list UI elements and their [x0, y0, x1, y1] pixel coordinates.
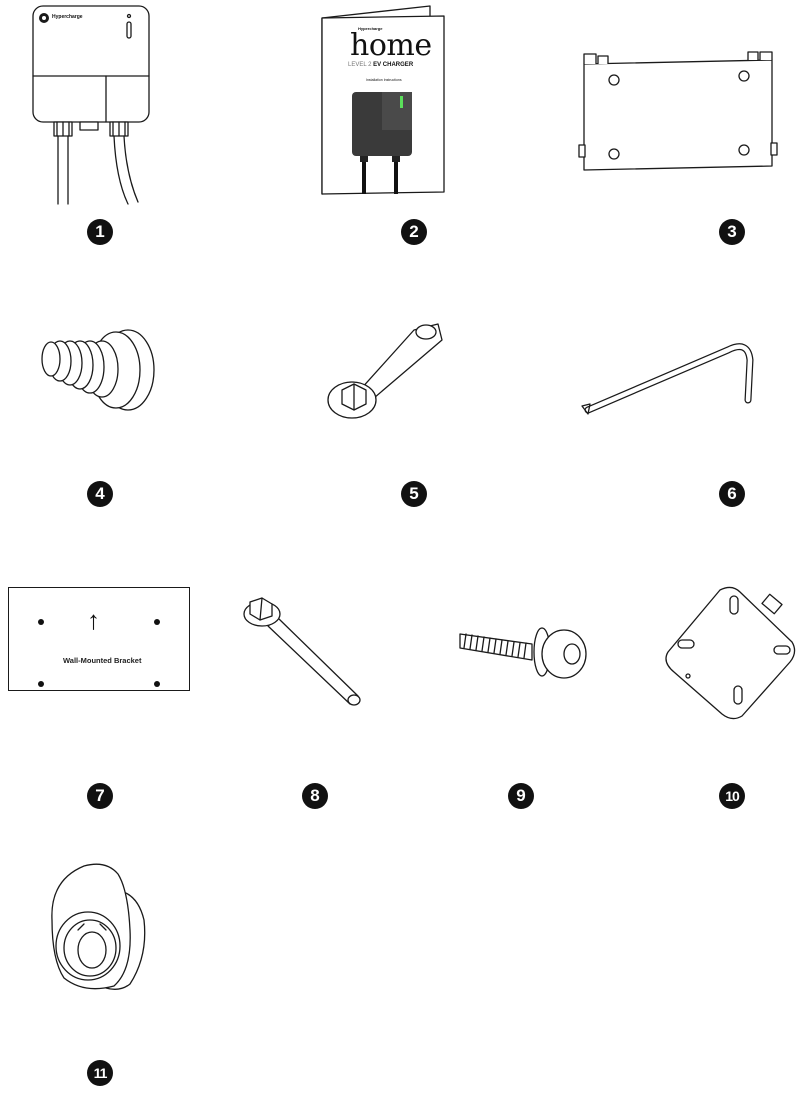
item-holster-bracket: [660, 582, 796, 722]
item-number-2: 2: [401, 219, 427, 245]
manual-title: home: [350, 28, 432, 63]
manual-subtitle-bold: EV CHARGER: [373, 62, 413, 68]
item-number-1: 1: [87, 219, 113, 245]
item-ev-charger: Hypercharge: [28, 4, 158, 214]
connector-holster-icon: [44, 860, 154, 995]
item-number-5: 5: [401, 481, 427, 507]
item-installation-manual: Hypercharge home LEVEL 2 EV CHARGER Inst…: [320, 4, 446, 196]
item-number-7: 7: [87, 783, 113, 809]
hex-bolt-icon: [240, 592, 370, 712]
item-number-9: 9: [508, 783, 534, 809]
item-mounting-plate: [578, 50, 778, 180]
wall-anchor-bolt-icon: [326, 320, 446, 425]
item-number-11: 11: [87, 1060, 113, 1086]
item-cable-gland: [36, 325, 166, 415]
item-number-8: 8: [302, 783, 328, 809]
item-wall-anchor-bolt: [326, 320, 446, 425]
screw-with-washer-icon: [456, 612, 596, 682]
manual-subtitle-prefix: LEVEL 2: [348, 62, 371, 68]
cable-gland-icon: [36, 325, 166, 415]
mounting-plate-icon: [578, 50, 778, 180]
manual-caption: Installation Instructions: [366, 78, 402, 82]
item-hex-bolt: [240, 592, 370, 712]
item-screw-washer: [456, 612, 596, 682]
item-number-6: 6: [719, 481, 745, 507]
item-number-4: 4: [87, 481, 113, 507]
item-wall-mount-template: ↑ Wall-Mounted Bracket: [8, 587, 190, 691]
item-number-10: 10: [719, 783, 745, 809]
charger-brand-label: Hypercharge: [52, 14, 83, 20]
holster-bracket-icon: [660, 582, 796, 722]
wall-mount-template-icon: [9, 588, 191, 692]
ev-charger-unit-icon: [28, 4, 158, 214]
manual-subtitle: LEVEL 2 EV CHARGER: [348, 62, 413, 68]
template-arrow: ↑: [87, 606, 100, 634]
item-connector-holster: [44, 860, 154, 995]
item-hex-key: [578, 330, 778, 420]
template-label: Wall-Mounted Bracket: [63, 656, 141, 665]
hex-key-icon: [578, 330, 778, 420]
item-number-3: 3: [719, 219, 745, 245]
